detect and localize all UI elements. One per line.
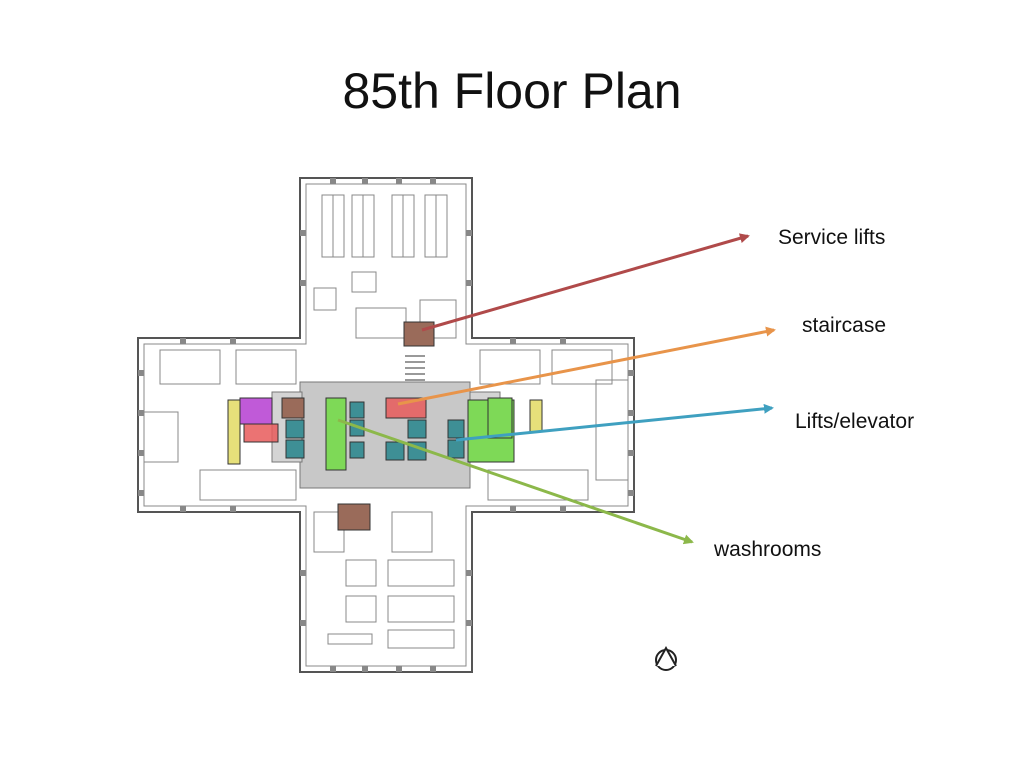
north-arrow-icon — [655, 645, 677, 671]
service-lift-zones — [281, 321, 435, 531]
staircase-arrow — [397, 326, 776, 406]
washroom-zones — [325, 397, 515, 471]
bottom-wing-workstations — [313, 511, 455, 649]
callout-lifts-elevator: Lifts/elevator — [795, 410, 915, 433]
window-mullions — [138, 178, 634, 672]
service-lifts-arrow — [421, 233, 750, 332]
building-outline — [137, 177, 635, 673]
staircase-zones — [243, 397, 427, 443]
callout-service-lifts: Service lifts — [778, 226, 886, 249]
lifts-elevator-arrow — [455, 403, 774, 442]
utility-zones — [227, 397, 543, 465]
top-wing-workstations — [313, 194, 457, 339]
page-title: 85th Floor Plan — [342, 63, 682, 119]
callout-washrooms: washrooms — [714, 538, 822, 561]
washrooms-arrow — [337, 418, 694, 545]
callout-staircase: staircase — [802, 314, 887, 337]
side-wing-rooms — [143, 349, 629, 501]
stair-lines — [405, 355, 425, 381]
